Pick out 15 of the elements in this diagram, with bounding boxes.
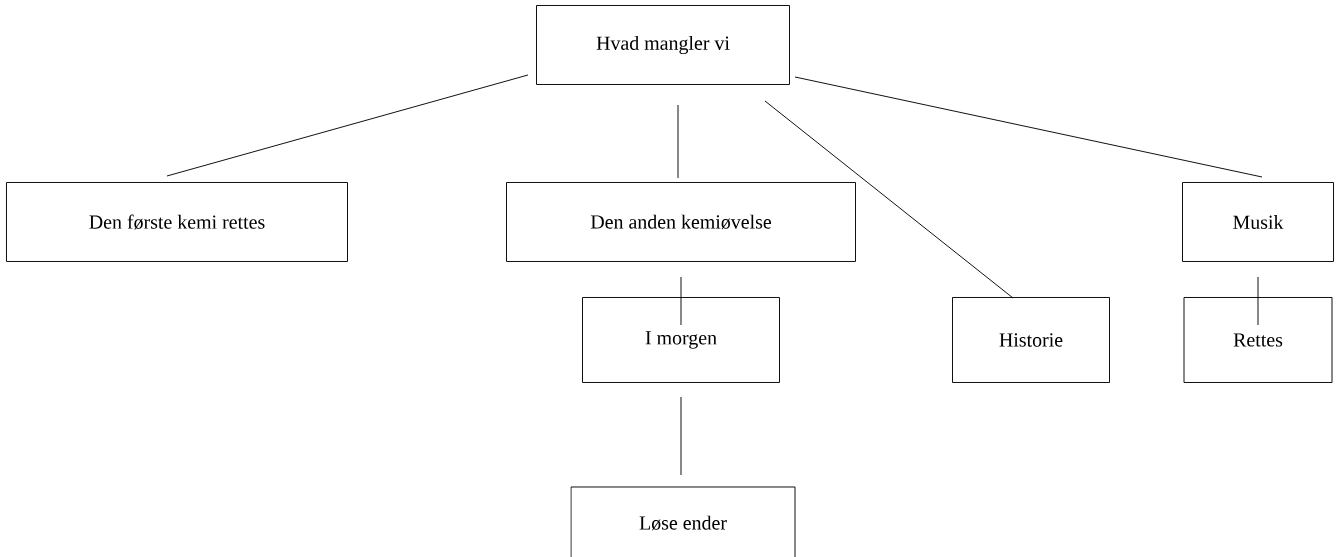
text-box: Løse ender [570, 486, 796, 557]
text-box: Rettes [1183, 297, 1333, 383]
connector-line [166, 74, 529, 177]
connector-line [680, 396, 682, 476]
connector-line [1257, 276, 1259, 326]
text-box: Hvad mangler vi [536, 5, 790, 85]
text-box: Historie [952, 297, 1110, 383]
text-box: I morgen [582, 297, 780, 383]
connector-line [764, 100, 1014, 299]
connector-line [677, 104, 679, 179]
text-box: Musik [1182, 182, 1334, 262]
connector-line [794, 76, 1263, 178]
connector-line [680, 276, 682, 326]
text-box: Den første kemi rettes [6, 182, 348, 262]
text-box: Den anden kemiøvelse [506, 182, 856, 262]
